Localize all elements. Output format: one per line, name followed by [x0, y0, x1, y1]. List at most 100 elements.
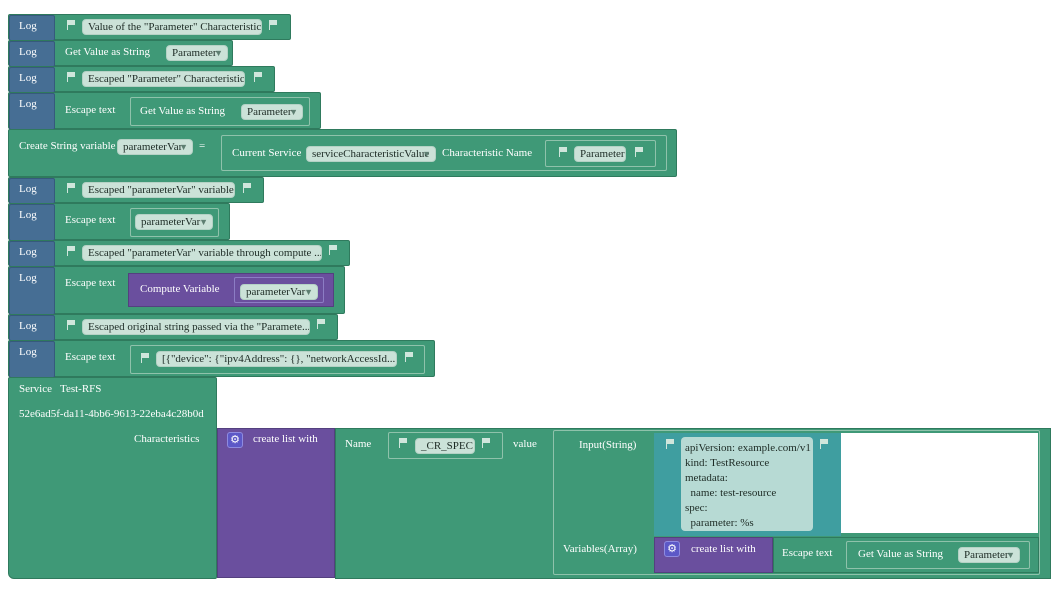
variable-slot[interactable] [130, 208, 219, 237]
flag-icon [819, 439, 829, 449]
dropdown-value: parameterVar [141, 216, 201, 228]
service-dropdown[interactable]: serviceCharacteristicValue▼ [306, 146, 436, 162]
chevron-down-icon: ▼ [179, 142, 188, 152]
log-label: Log [19, 183, 37, 195]
yaml-text-area[interactable]: apiVersion: example.com/v1 kind: TestRes… [681, 437, 813, 531]
dropdown-value: Parameter [247, 106, 292, 118]
input-string-label: Input(String) [579, 439, 637, 451]
flag-icon [634, 147, 644, 157]
log-label-box [9, 267, 55, 315]
flag-icon [140, 353, 150, 363]
log-label: Log [19, 320, 37, 332]
log-label-box [9, 15, 55, 41]
name-field[interactable]: _CR_SPEC [415, 438, 475, 454]
characteristic-dropdown[interactable]: Parameter▼ [166, 45, 228, 61]
log-label-box [9, 178, 55, 204]
log-label: Log [19, 246, 37, 258]
flag-icon [66, 246, 76, 256]
dropdown-value: parameterVar [123, 141, 183, 153]
flag-icon [66, 320, 76, 330]
flag-icon [558, 147, 568, 157]
chevron-down-icon: ▼ [289, 107, 298, 117]
value-label: value [513, 438, 537, 450]
flag-icon [404, 352, 414, 362]
characteristics-label: Characteristics [134, 433, 200, 445]
escape-text-label: Escape text [65, 351, 116, 363]
flag-icon [398, 438, 408, 448]
current-service-slot[interactable] [221, 135, 667, 171]
get-value-slot[interactable] [846, 541, 1030, 569]
characteristic-name-slot[interactable] [545, 140, 656, 167]
log-label-box [9, 315, 55, 341]
log-label-box [9, 41, 55, 67]
dropdown-value: Parameter [964, 549, 1009, 561]
dropdown-value: parameterVar [246, 286, 306, 298]
flag-icon [481, 438, 491, 448]
create-list-block[interactable] [217, 428, 335, 578]
current-service-label: Current Service [232, 147, 302, 159]
escape-text-label: Escape text [65, 104, 116, 116]
log-label: Log [19, 98, 37, 110]
characteristic-name-field[interactable]: Parameter [574, 146, 626, 162]
text-field[interactable]: Escaped "Parameter" Characteristic: [82, 71, 245, 87]
text-field[interactable]: Escaped original string passed via the "… [82, 319, 310, 335]
log-label: Log [19, 46, 37, 58]
variable-dropdown[interactable]: parameterVar▼ [240, 284, 318, 300]
chevron-down-icon: ▼ [199, 217, 208, 227]
log-label: Log [19, 20, 37, 32]
characteristic-dropdown[interactable]: Parameter▼ [241, 104, 303, 120]
get-value-label: Get Value as String [140, 105, 226, 117]
variable-dropdown[interactable]: parameterVar▼ [135, 214, 213, 230]
dropdown-value: Parameter [172, 47, 217, 59]
flag-icon [665, 439, 675, 449]
flag-icon [66, 183, 76, 193]
get-value-slot[interactable] [130, 97, 310, 126]
characteristic-name-label: Characteristic Name [442, 147, 533, 159]
variables-array-label: Variables(Array) [563, 543, 637, 555]
escape-text-label: Escape text [65, 214, 116, 226]
escape-text-label: Escape text [65, 277, 116, 289]
equals-sign: = [199, 140, 206, 152]
compute-variable-label: Compute Variable [140, 283, 220, 295]
log-label: Log [19, 346, 37, 358]
chevron-down-icon: ▼ [422, 149, 431, 159]
log-label-box [9, 93, 55, 130]
chevron-down-icon: ▼ [304, 287, 313, 297]
flag-icon [268, 20, 278, 30]
gear-icon[interactable]: ⚙ [664, 541, 680, 557]
variable-name-dropdown[interactable]: parameterVar▼ [117, 139, 193, 155]
get-value-label: Get Value as String [858, 548, 944, 560]
create-list-label: create list with [691, 543, 756, 555]
service-label: Service [19, 383, 52, 395]
service-name: Test-RFS [60, 383, 102, 395]
characteristic-dropdown[interactable]: Parameter▼ [958, 547, 1020, 563]
log-label: Log [19, 72, 37, 84]
gear-icon[interactable]: ⚙ [227, 432, 243, 448]
flag-icon [66, 20, 76, 30]
flag-icon [328, 245, 338, 255]
variable-slot[interactable] [234, 277, 324, 303]
dropdown-value: serviceCharacteristicValue [312, 148, 430, 160]
log-label: Log [19, 272, 37, 284]
escape-text-label: Escape text [782, 547, 833, 559]
name-label: Name [345, 438, 372, 450]
get-value-label: Get Value as String [65, 46, 151, 58]
json-text-field[interactable]: [{"device": {"ipv4Address": {}, "network… [156, 351, 397, 367]
text-field[interactable]: Value of the "Parameter" Characteristic: [82, 19, 262, 35]
chevron-down-icon: ▼ [1006, 550, 1015, 560]
name-slot[interactable] [388, 432, 503, 459]
create-list-label: create list with [253, 433, 318, 445]
log-label: Log [19, 209, 37, 221]
input-string-block[interactable] [553, 430, 1040, 575]
input-white-area [841, 433, 1038, 533]
create-variable-label: Create String variable [19, 140, 116, 152]
text-field[interactable]: Escaped "parameterVar" variable through … [82, 245, 322, 261]
flag-icon [66, 72, 76, 82]
chevron-down-icon: ▼ [214, 48, 223, 58]
service-block[interactable] [8, 377, 217, 579]
text-field[interactable]: Escaped "parameterVar" variable: [82, 182, 235, 198]
flag-icon [316, 319, 326, 329]
service-id: 52e6ad5f-da11-4bb6-9613-22eba4c28b0d [19, 408, 204, 420]
text-slot[interactable] [130, 345, 425, 374]
flag-icon [253, 72, 263, 82]
